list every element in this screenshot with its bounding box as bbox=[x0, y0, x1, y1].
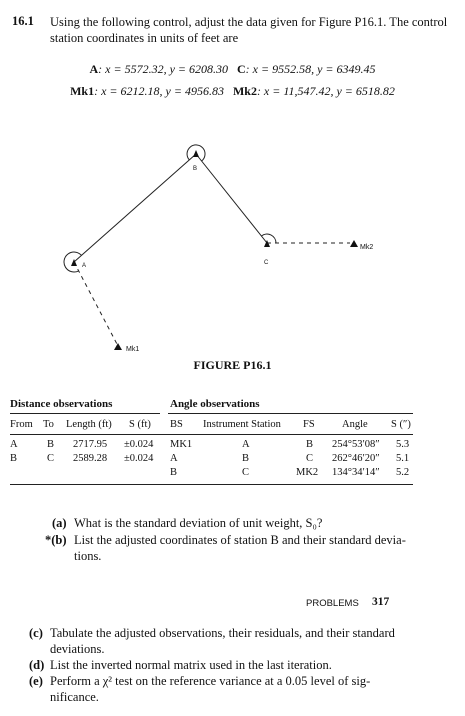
label-b: B bbox=[193, 166, 197, 172]
line-a-mk1 bbox=[73, 261, 119, 347]
question-b-text-line2: tions. bbox=[74, 549, 102, 563]
station-mk1-mark bbox=[114, 343, 122, 350]
distance-table-title: Distance observations bbox=[10, 398, 113, 410]
dist-header-s: S (ft) bbox=[129, 419, 151, 430]
table-bottom-rule bbox=[10, 484, 413, 485]
station-mk2-coords: : x = 11,547.42, y = 6518.82 bbox=[256, 84, 395, 98]
station-mk1-coords: : x = 6212.18, y = 4956.83 bbox=[94, 84, 224, 98]
angle-row2-fs: C bbox=[306, 453, 314, 464]
label-mk2: Mk2 bbox=[360, 244, 373, 251]
line-b-c bbox=[195, 153, 268, 244]
angle-row3-angle: 134°34′14″ bbox=[332, 467, 380, 478]
header-rule bbox=[10, 434, 413, 435]
angle-arc-b bbox=[186, 144, 206, 162]
angle-arc-c bbox=[261, 233, 277, 244]
question-e-text-line2: nificance. bbox=[50, 690, 99, 704]
label-c: C bbox=[264, 260, 269, 266]
angle-header-angle: Angle bbox=[342, 419, 368, 430]
station-c-coords: : x = 9552.58, y = 6349.45 bbox=[245, 62, 376, 76]
question-d-label: (d) bbox=[29, 658, 45, 672]
station-a-name: A bbox=[89, 62, 99, 76]
question-d-text: List the inverted normal matrix used in … bbox=[50, 658, 332, 672]
angle-row2-angle: 262°46′20″ bbox=[332, 453, 380, 464]
angle-row2-bs: A bbox=[170, 453, 178, 464]
question-a-label: (a) bbox=[52, 516, 67, 530]
station-a-coords: : x = 5572.32, y = 6208.30 bbox=[98, 62, 228, 76]
page-number: 317 bbox=[372, 596, 390, 608]
question-c-text-line1: Tabulate the adjusted observations, thei… bbox=[50, 626, 395, 640]
distance-title-rule bbox=[10, 413, 160, 414]
angle-row3-s: 5.2 bbox=[396, 467, 410, 478]
question-c-label: (c) bbox=[29, 626, 43, 640]
line-a-b bbox=[73, 153, 197, 263]
question-e-text-line1: Perform a χ² test on the reference varia… bbox=[50, 674, 371, 688]
footer-section: PROBLEMS bbox=[306, 598, 359, 609]
station-mk1-name: Mk1 bbox=[70, 84, 95, 98]
angle-row1-bs: MK1 bbox=[170, 439, 193, 450]
angle-row3-fs: MK2 bbox=[296, 467, 319, 478]
angle-row3-bs: B bbox=[170, 467, 178, 478]
angle-row1-fs: B bbox=[306, 439, 314, 450]
figure-caption: FIGURE P16.1 bbox=[193, 358, 272, 372]
question-e-label: (e) bbox=[29, 674, 43, 688]
angle-header-instrument: Instrument Station bbox=[203, 419, 281, 430]
question-a-text: What is the standard deviation of unit w… bbox=[74, 516, 323, 530]
problem-number: 16.1 bbox=[12, 14, 34, 28]
angle-row1-s: 5.3 bbox=[396, 439, 410, 450]
angle-row2-instrument: B bbox=[242, 453, 250, 464]
dist-row1-from: A bbox=[10, 439, 18, 450]
question-b-text-line1: List the adjusted coordinates of station… bbox=[74, 533, 406, 547]
station-b-mark bbox=[193, 150, 199, 157]
station-a-mark bbox=[71, 259, 77, 266]
angle-header-bs: BS bbox=[170, 419, 183, 430]
angle-table-title: Angle observations bbox=[170, 398, 260, 410]
dist-header-from: From bbox=[10, 419, 33, 430]
angle-arc-a bbox=[63, 251, 82, 273]
dist-row2-from: B bbox=[10, 453, 18, 464]
traverse-figure: A B C Mk1 Mk2 bbox=[63, 144, 373, 353]
label-mk1: Mk1 bbox=[126, 346, 139, 353]
angle-row2-s: 5.1 bbox=[396, 453, 410, 464]
control-line-1: A: x = 5572.32, y = 6208.30 C: x = 9552.… bbox=[0, 62, 465, 77]
station-mk2-mark bbox=[350, 240, 358, 247]
control-line-2: Mk1: x = 6212.18, y = 4956.83 Mk2: x = 1… bbox=[0, 84, 465, 99]
angle-row1-angle: 254°53′08″ bbox=[332, 439, 380, 450]
problem-text: Using the following control, adjust the … bbox=[50, 15, 448, 45]
dist-header-to: To bbox=[43, 419, 54, 430]
angle-row1-instrument: A bbox=[242, 439, 250, 450]
question-c-text-line2: deviations. bbox=[50, 642, 105, 656]
dist-row2-s: ±0.024 bbox=[124, 453, 154, 464]
dist-header-length: Length (ft) bbox=[66, 419, 112, 430]
station-mk2-name: Mk2 bbox=[232, 84, 257, 98]
angle-row3-instrument: C bbox=[242, 467, 250, 478]
dist-row1-length: 2717.95 bbox=[73, 439, 108, 450]
label-a: A bbox=[82, 263, 86, 269]
dist-row1-to: B bbox=[47, 439, 55, 450]
angle-title-rule bbox=[168, 413, 413, 414]
angle-header-fs: FS bbox=[303, 419, 315, 430]
dist-row2-to: C bbox=[47, 453, 55, 464]
station-c-name: C bbox=[237, 62, 246, 76]
angle-header-s: S (″) bbox=[391, 419, 411, 430]
question-b-label: *(b) bbox=[45, 533, 67, 547]
station-c-mark bbox=[264, 240, 270, 247]
dist-row2-length: 2589.28 bbox=[73, 453, 108, 464]
dist-row1-s: ±0.024 bbox=[124, 439, 154, 450]
